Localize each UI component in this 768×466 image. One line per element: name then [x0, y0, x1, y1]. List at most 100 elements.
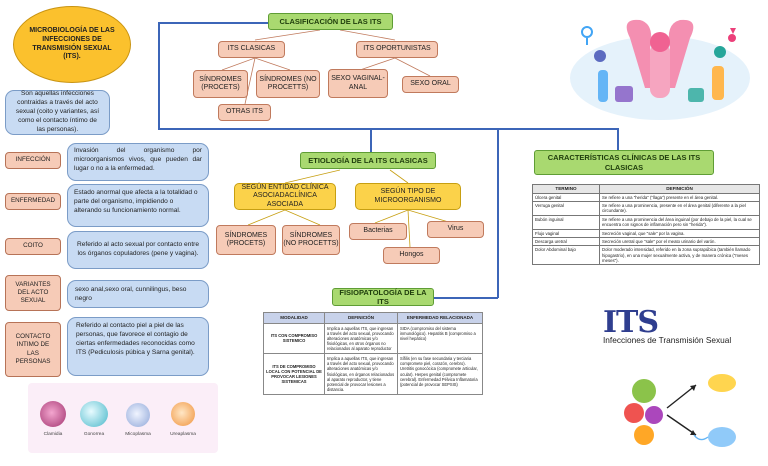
- term-label: VARIANTES DEL ACTO SEXUAL: [15, 280, 51, 305]
- physiopathology-header-label: FISIOPATOLOGÍA DE LA ITS: [339, 288, 427, 306]
- label: Virus: [447, 225, 464, 233]
- intro-text: Son aquellas infecciones contraidas a tr…: [15, 90, 100, 133]
- ureaplasma-illustration: [171, 402, 195, 426]
- etiology-header: ETIOLOGÍA DE LA ITS CLASICAS: [300, 152, 436, 169]
- label: SÍNDROMES (NO PROCETTS): [283, 231, 339, 247]
- its-oportunistas-box: ITS OPORTUNISTAS: [356, 41, 438, 58]
- transmission-illustration: [624, 374, 736, 447]
- connector-line: [158, 22, 160, 129]
- label: ITS CLASICAS: [227, 45, 276, 53]
- sexo-oral-box: SEXO ORAL: [402, 76, 459, 93]
- table-cell: SIDA (compromiso del sistema inmunológic…: [397, 322, 483, 355]
- connector-line: [497, 128, 499, 298]
- label: SEXO ORAL: [410, 80, 451, 88]
- table-cell: Se refiere a una prominencia, presente e…: [599, 201, 760, 216]
- definition-coito: Referido al acto sexual por contacto ent…: [67, 231, 209, 269]
- table-cell: Dolor moderado intensidad, referido en l…: [599, 245, 760, 266]
- table-cell: Secreción vaginal, que "sale" por la vag…: [599, 228, 760, 238]
- label: Bacterias: [363, 227, 393, 235]
- definition-infeccion: Invasión del organismo por microorganism…: [67, 143, 209, 181]
- microbe-label: Gonorrea: [83, 432, 105, 437]
- definition-text: Referido al acto sexual por contacto ent…: [76, 241, 200, 257]
- title-oval: MICROBIOLOGÍA DE LAS INFECCIONES DE TRAN…: [13, 6, 131, 83]
- term-variantes: VARIANTES DEL ACTO SEXUAL: [5, 275, 61, 311]
- table-cell: Se refiere a una prominencia del área in…: [599, 214, 760, 230]
- label: ITS OPORTUNISTAS: [363, 45, 431, 53]
- table-cell: Se refiere a una "herida" ("llaga") pres…: [599, 192, 760, 203]
- column-header: MODALIDAD: [263, 312, 325, 324]
- table-cell: Dolor Abdominal bajo: [532, 245, 600, 266]
- definition-text: Invasión del organismo por microorganism…: [74, 147, 202, 172]
- label: SEXO VAGINAL-ANAL: [331, 75, 385, 91]
- sindromes-no-procetts-box: SÍNDROMES (NO PROCETTS): [256, 70, 320, 98]
- entidad-clinica-box: SEGÚN ENTIDAD CLÍNICA ASOCIADACLÍNICA AS…: [234, 183, 336, 210]
- physiopathology-table: MODALIDAD DEFINICIÓN ENFERMEDAD RELACION…: [263, 312, 483, 395]
- its-logo: ITS: [603, 305, 659, 340]
- microbe-label: Clamidia: [43, 432, 63, 437]
- column-header: ENFERMEDAD RELACIONADA: [397, 312, 483, 324]
- table-row: ITS CON COMPROMISO SISTEMICO Implica a a…: [263, 322, 483, 355]
- column-header: DEFINICIÓN: [599, 184, 760, 194]
- table-row: ITS DE COMPROMISO LOCAL CON POTENCIAL DE…: [263, 353, 483, 395]
- clamidia-illustration: [40, 401, 66, 427]
- classification-header: CLASIFICACIÓN DE LAS ITS: [268, 13, 393, 30]
- gonorrea-illustration: [80, 401, 108, 427]
- etiology-header-label: ETIOLOGÍA DE LA ITS CLASICAS: [308, 156, 428, 165]
- definition-text: Estado anormal que afecta a la totalidad…: [74, 189, 198, 214]
- etiology-sindromes-procets: SÍNDROMES (PROCETS): [216, 225, 276, 255]
- label: SEGÚN ENTIDAD CLÍNICA ASOCIADACLÍNICA AS…: [241, 183, 329, 208]
- table-cell: Sífilis (en su fase secundaria y terciar…: [397, 353, 483, 395]
- etiology-sindromes-no-procetts: SÍNDROMES (NO PROCETTS): [282, 225, 340, 255]
- otras-its-box: OTRAS ITS: [218, 104, 271, 121]
- term-infeccion: INFECCIÓN: [5, 152, 61, 169]
- definition-text: Referido al contacto piel a piel de las …: [76, 322, 195, 356]
- definition-variantes: sexo anal,sexo oral, cunnilingus, beso n…: [67, 280, 209, 308]
- label: SÍNDROMES (NO PROCETTS): [259, 75, 317, 91]
- connector-line: [617, 128, 619, 150]
- microbe-label: Micoplasma: [125, 432, 151, 437]
- connector-line: [370, 128, 372, 153]
- microbes-panel: Clamidia Gonorrea Micoplasma Ureaplasma: [28, 383, 218, 453]
- column-header: DEFINICIÓN: [324, 312, 398, 324]
- term-coito: COITO: [5, 238, 61, 255]
- bacterias-box: Bacterias: [349, 223, 407, 240]
- hongos-box: Hongos: [383, 247, 440, 264]
- table-cell: ITS CON COMPROMISO SISTEMICO: [263, 322, 325, 355]
- virus-box: Virus: [427, 221, 484, 238]
- page-title: MICROBIOLOGÍA DE LAS INFECCIONES DE TRAN…: [29, 27, 115, 61]
- term-label: COITO: [23, 242, 43, 250]
- classification-header-label: CLASIFICACIÓN DE LAS ITS: [279, 17, 382, 26]
- connector-line: [158, 22, 268, 24]
- table-header-row: MODALIDAD DEFINICIÓN ENFERMEDAD RELACION…: [263, 312, 483, 324]
- connector-line: [434, 297, 498, 299]
- table-cell: ITS DE COMPROMISO LOCAL CON POTENCIAL DE…: [263, 353, 325, 395]
- definition-text: sexo anal,sexo oral, cunnilingus, beso n…: [75, 286, 187, 302]
- column-header: TERMINO: [532, 184, 600, 194]
- term-label: ENFERMEDAD: [10, 197, 56, 205]
- term-contacto: CONTACTO INTIMO DE LAS PERSONAS: [5, 322, 61, 377]
- table-cell: Implica a aquellas ITS, que ingresan a t…: [324, 353, 398, 395]
- table-cell: Implica a aquellas ITS, que ingresan a t…: [324, 322, 398, 355]
- label: SÍNDROMES (PROCETS): [224, 231, 268, 247]
- intro-box: Son aquellas infecciones contraidas a tr…: [5, 90, 110, 135]
- term-label: INFECCIÓN: [15, 156, 51, 164]
- term-label: CONTACTO INTIMO DE LAS PERSONAS: [15, 333, 51, 365]
- characteristics-header: CARACTERÍSTICAS CLÍNICAS DE LAS ITS CLAS…: [534, 150, 714, 175]
- table-cell: Secreción uretral que "sale" por el meat…: [599, 236, 760, 247]
- its-subtitle: Infecciones de Transmisión Sexual: [603, 335, 732, 345]
- table-cell: Bubón inguinal: [532, 214, 600, 230]
- table-header-row: TERMINO DEFINICIÓN: [532, 184, 760, 194]
- table-cell: Descarga uretral: [532, 236, 600, 247]
- physiopathology-header: FISIOPATOLOGÍA DE LA ITS: [332, 288, 434, 306]
- table-cell: Úlcera genital: [532, 192, 600, 203]
- its-clasicas-box: ITS CLASICAS: [218, 41, 285, 58]
- label: Hongos: [399, 251, 424, 259]
- connector-line: [158, 128, 618, 130]
